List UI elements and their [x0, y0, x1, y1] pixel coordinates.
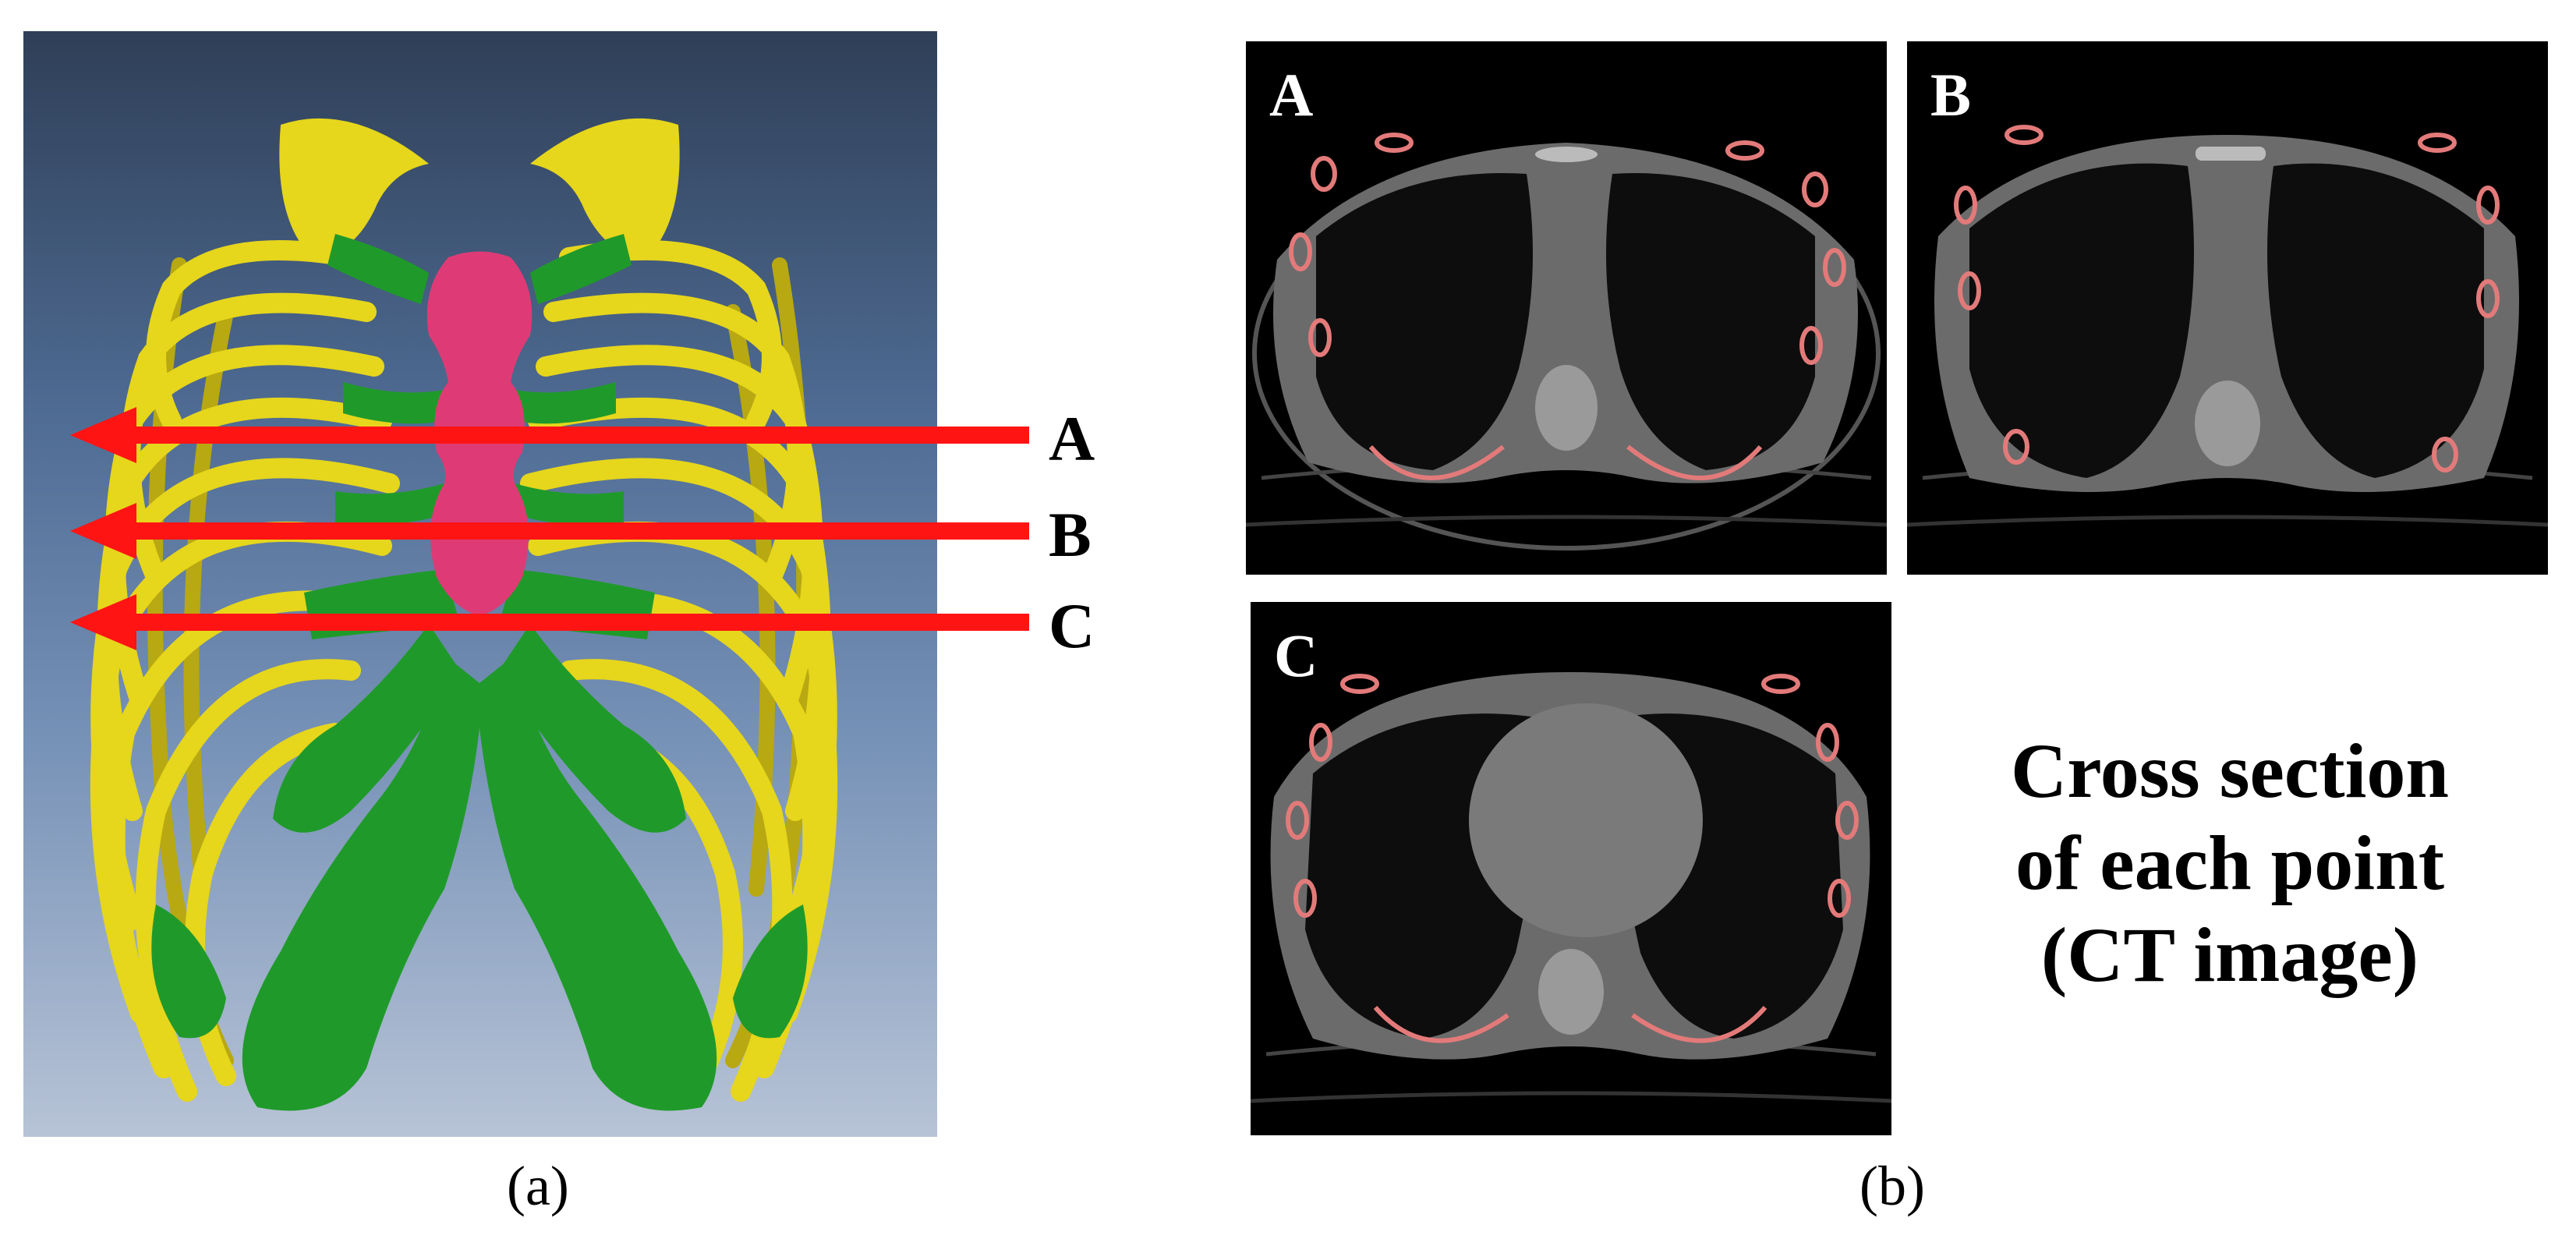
caption-line-2: of each point: [2015, 820, 2444, 906]
caption-line-1: Cross section: [2010, 727, 2449, 814]
subfigure-label-b: (b): [1859, 1155, 1925, 1217]
ct-image-b: B: [1907, 41, 2548, 575]
arrow-label-c: C: [1049, 590, 1095, 661]
ct-image-a: A: [1246, 41, 1887, 575]
subfigure-label-a: (a): [507, 1155, 569, 1217]
arrow-b: [70, 503, 1029, 559]
upper-ribs: [279, 118, 680, 257]
ct-label-b: B: [1930, 61, 1972, 129]
caption-line-3: (CT image): [2040, 912, 2419, 998]
arrow-c: [70, 594, 1029, 650]
ct-label-a: A: [1269, 61, 1314, 129]
cross-section-caption: Cross section of each point (CT image): [1918, 725, 2542, 1001]
ct-image-c: C: [1251, 602, 1891, 1135]
rib-cage-3d-model: [23, 31, 937, 1137]
arrow-label-a: A: [1049, 403, 1095, 474]
arrow-a: [70, 407, 1029, 463]
ct-scan-b: [1907, 125, 2548, 527]
arrow-label-b: B: [1049, 499, 1092, 570]
ct-label-c: C: [1274, 621, 1318, 689]
ct-scan-a: [1246, 133, 1887, 550]
ct-scan-c: [1251, 672, 1891, 1103]
